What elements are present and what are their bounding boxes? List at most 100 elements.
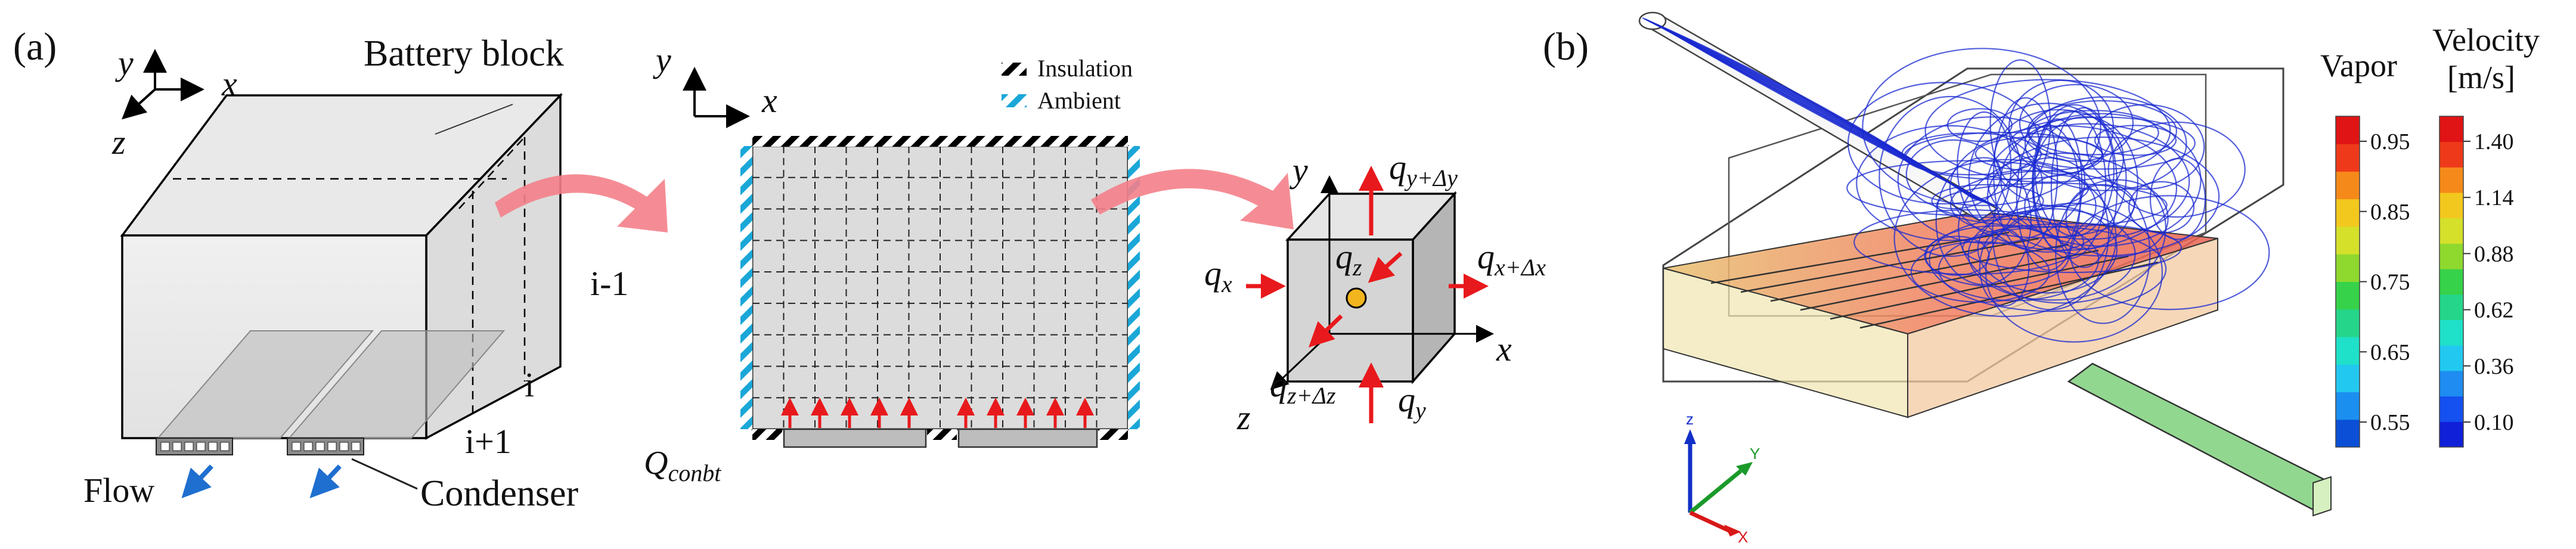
colorbar-tick-label: 0.75: [2370, 270, 2410, 295]
boundary-legend: Insulation Ambient: [1002, 55, 1133, 114]
streamline: [2069, 195, 2270, 311]
panel-a-label: (a): [13, 25, 57, 69]
colorbar-cell: [2439, 370, 2463, 397]
streamline: [2128, 181, 2195, 234]
axis-triad-3d: y x z: [111, 44, 237, 162]
slice-label-i-minus-1: i-1: [590, 264, 628, 303]
colorbar-cell: [2336, 364, 2360, 392]
flux-qz-label: qz: [1335, 237, 1362, 281]
colorbar-cell: [2336, 337, 2360, 365]
velocity-colorbar: Velocity [m/s] 1.40 1.14 0.88 0.62 0.36 0.10: [2432, 22, 2540, 448]
battery-block: Battery block: [120, 33, 564, 455]
colorbar-tick-label: 0.36: [2474, 354, 2514, 379]
insulation-swatch: [1002, 63, 1027, 76]
triad-x-label: X: [1738, 528, 1748, 546]
colorbar-tick-label: 0.10: [2474, 410, 2514, 435]
colorbar-cell: [2439, 320, 2463, 346]
flux-qydy-label: qy+Δy: [1389, 148, 1458, 191]
q-conbt-label: Qconbt: [644, 445, 721, 486]
colorbar-tick-label: 0.62: [2474, 298, 2514, 323]
flux-qy-label: qy: [1398, 380, 1426, 424]
streamline: [2009, 116, 2196, 170]
grid-axis-y-label: y: [653, 41, 671, 79]
colorbar-cell: [2439, 243, 2463, 269]
streamline: [1878, 95, 2023, 257]
streamline: [1931, 184, 2044, 218]
condenser-contact-right: [957, 428, 1098, 448]
flux-qx-label: qx: [1204, 254, 1232, 297]
streamline: [1862, 48, 2101, 206]
streamline: [2019, 83, 2134, 162]
streamline: [1949, 125, 2178, 251]
colorbar-cell: [2439, 218, 2463, 244]
grid-axis-triad: y x: [653, 41, 777, 128]
colorbar-tick-label: 0.95: [2370, 129, 2410, 154]
colorbar-tick-label: 1.14: [2474, 185, 2514, 210]
streamline: [2028, 110, 2159, 156]
velocity-colorbar-title-1: Velocity: [2432, 22, 2540, 58]
axis-y-label: y: [115, 44, 134, 82]
slice-label-i-plus-1: i+1: [465, 422, 512, 461]
cube-axis-x-label: x: [1496, 330, 1512, 368]
colorbar-cell: [2439, 167, 2463, 193]
streamline: [1847, 82, 2040, 205]
condenser-contact-left: [783, 428, 927, 448]
streamline: [1936, 182, 2168, 228]
insulation-bottom-right: [1098, 429, 1128, 440]
streamline: [1665, 29, 1997, 207]
streamline: [1974, 136, 2103, 172]
grid-axis-x-label: x: [761, 81, 777, 120]
vapor-colorbar: Vapor 0.950.850.750.650.55: [2320, 48, 2410, 448]
colorbar-cell: [2439, 345, 2463, 371]
colorbar-tick-label: 0.85: [2370, 200, 2410, 225]
control-volume-center: [1346, 287, 1367, 309]
curved-arrow-1: [495, 174, 668, 232]
ambient-swatch: [1002, 94, 1027, 107]
colorbar-cell: [2439, 294, 2463, 321]
colorbar-cell: [2336, 116, 2360, 144]
velocity-colorbar-title-2: [m/s]: [2447, 60, 2515, 95]
streamline: [2149, 157, 2206, 240]
streamline: [1968, 103, 2127, 253]
streamline: [1989, 59, 2051, 188]
streamline: [2094, 125, 2177, 156]
insulation-top: [752, 136, 1128, 147]
colorbar-cell: [2439, 141, 2463, 168]
slice-label-i: i: [525, 365, 534, 404]
colorbar-cell: [2439, 396, 2463, 422]
ambient-label: Ambient: [1037, 87, 1121, 114]
colorbar-cell: [2439, 269, 2463, 295]
colorbar-cell: [2336, 171, 2360, 200]
colorbar-tick-label: 0.88: [2474, 241, 2514, 266]
flow-arrows: [181, 464, 342, 498]
colorbar-cell: [2336, 227, 2360, 255]
colorbar-cell: [2336, 419, 2360, 448]
axis-z-label: z: [111, 123, 126, 162]
colorbar-cell: [2336, 144, 2360, 172]
colorbar-tick-label: 1.40: [2474, 129, 2514, 154]
control-volume-cube: [1270, 175, 1494, 390]
panel-b-label: (b): [1543, 25, 1589, 69]
streamline: [2086, 104, 2205, 190]
streamline: [1929, 218, 2100, 302]
colorbar-cell: [2336, 281, 2360, 310]
colorbar-cell: [2439, 116, 2463, 142]
ambient-right: [1128, 146, 1140, 429]
streamline: [1987, 123, 2190, 240]
colorbar-tick-label: 0.65: [2370, 340, 2410, 365]
colorbar-cell: [2336, 309, 2360, 337]
triad-y-label: Y: [1750, 445, 1760, 463]
flow-label: Flow: [83, 471, 154, 510]
flux-qzdz-label: qz+Δz: [1270, 365, 1336, 409]
colorbar-cell: [2439, 421, 2463, 448]
colorbar-cell: [2336, 198, 2360, 227]
colorbar-cell: [2336, 254, 2360, 282]
flux-arrows: [1246, 166, 1489, 423]
streamline: [2055, 184, 2151, 324]
streamline: [1935, 157, 2032, 286]
insulation-label: Insulation: [1037, 55, 1133, 82]
streamline: [1986, 137, 2220, 257]
vapor-colorbar-title: Vapor: [2320, 48, 2397, 83]
grid-domain: [740, 136, 1140, 448]
